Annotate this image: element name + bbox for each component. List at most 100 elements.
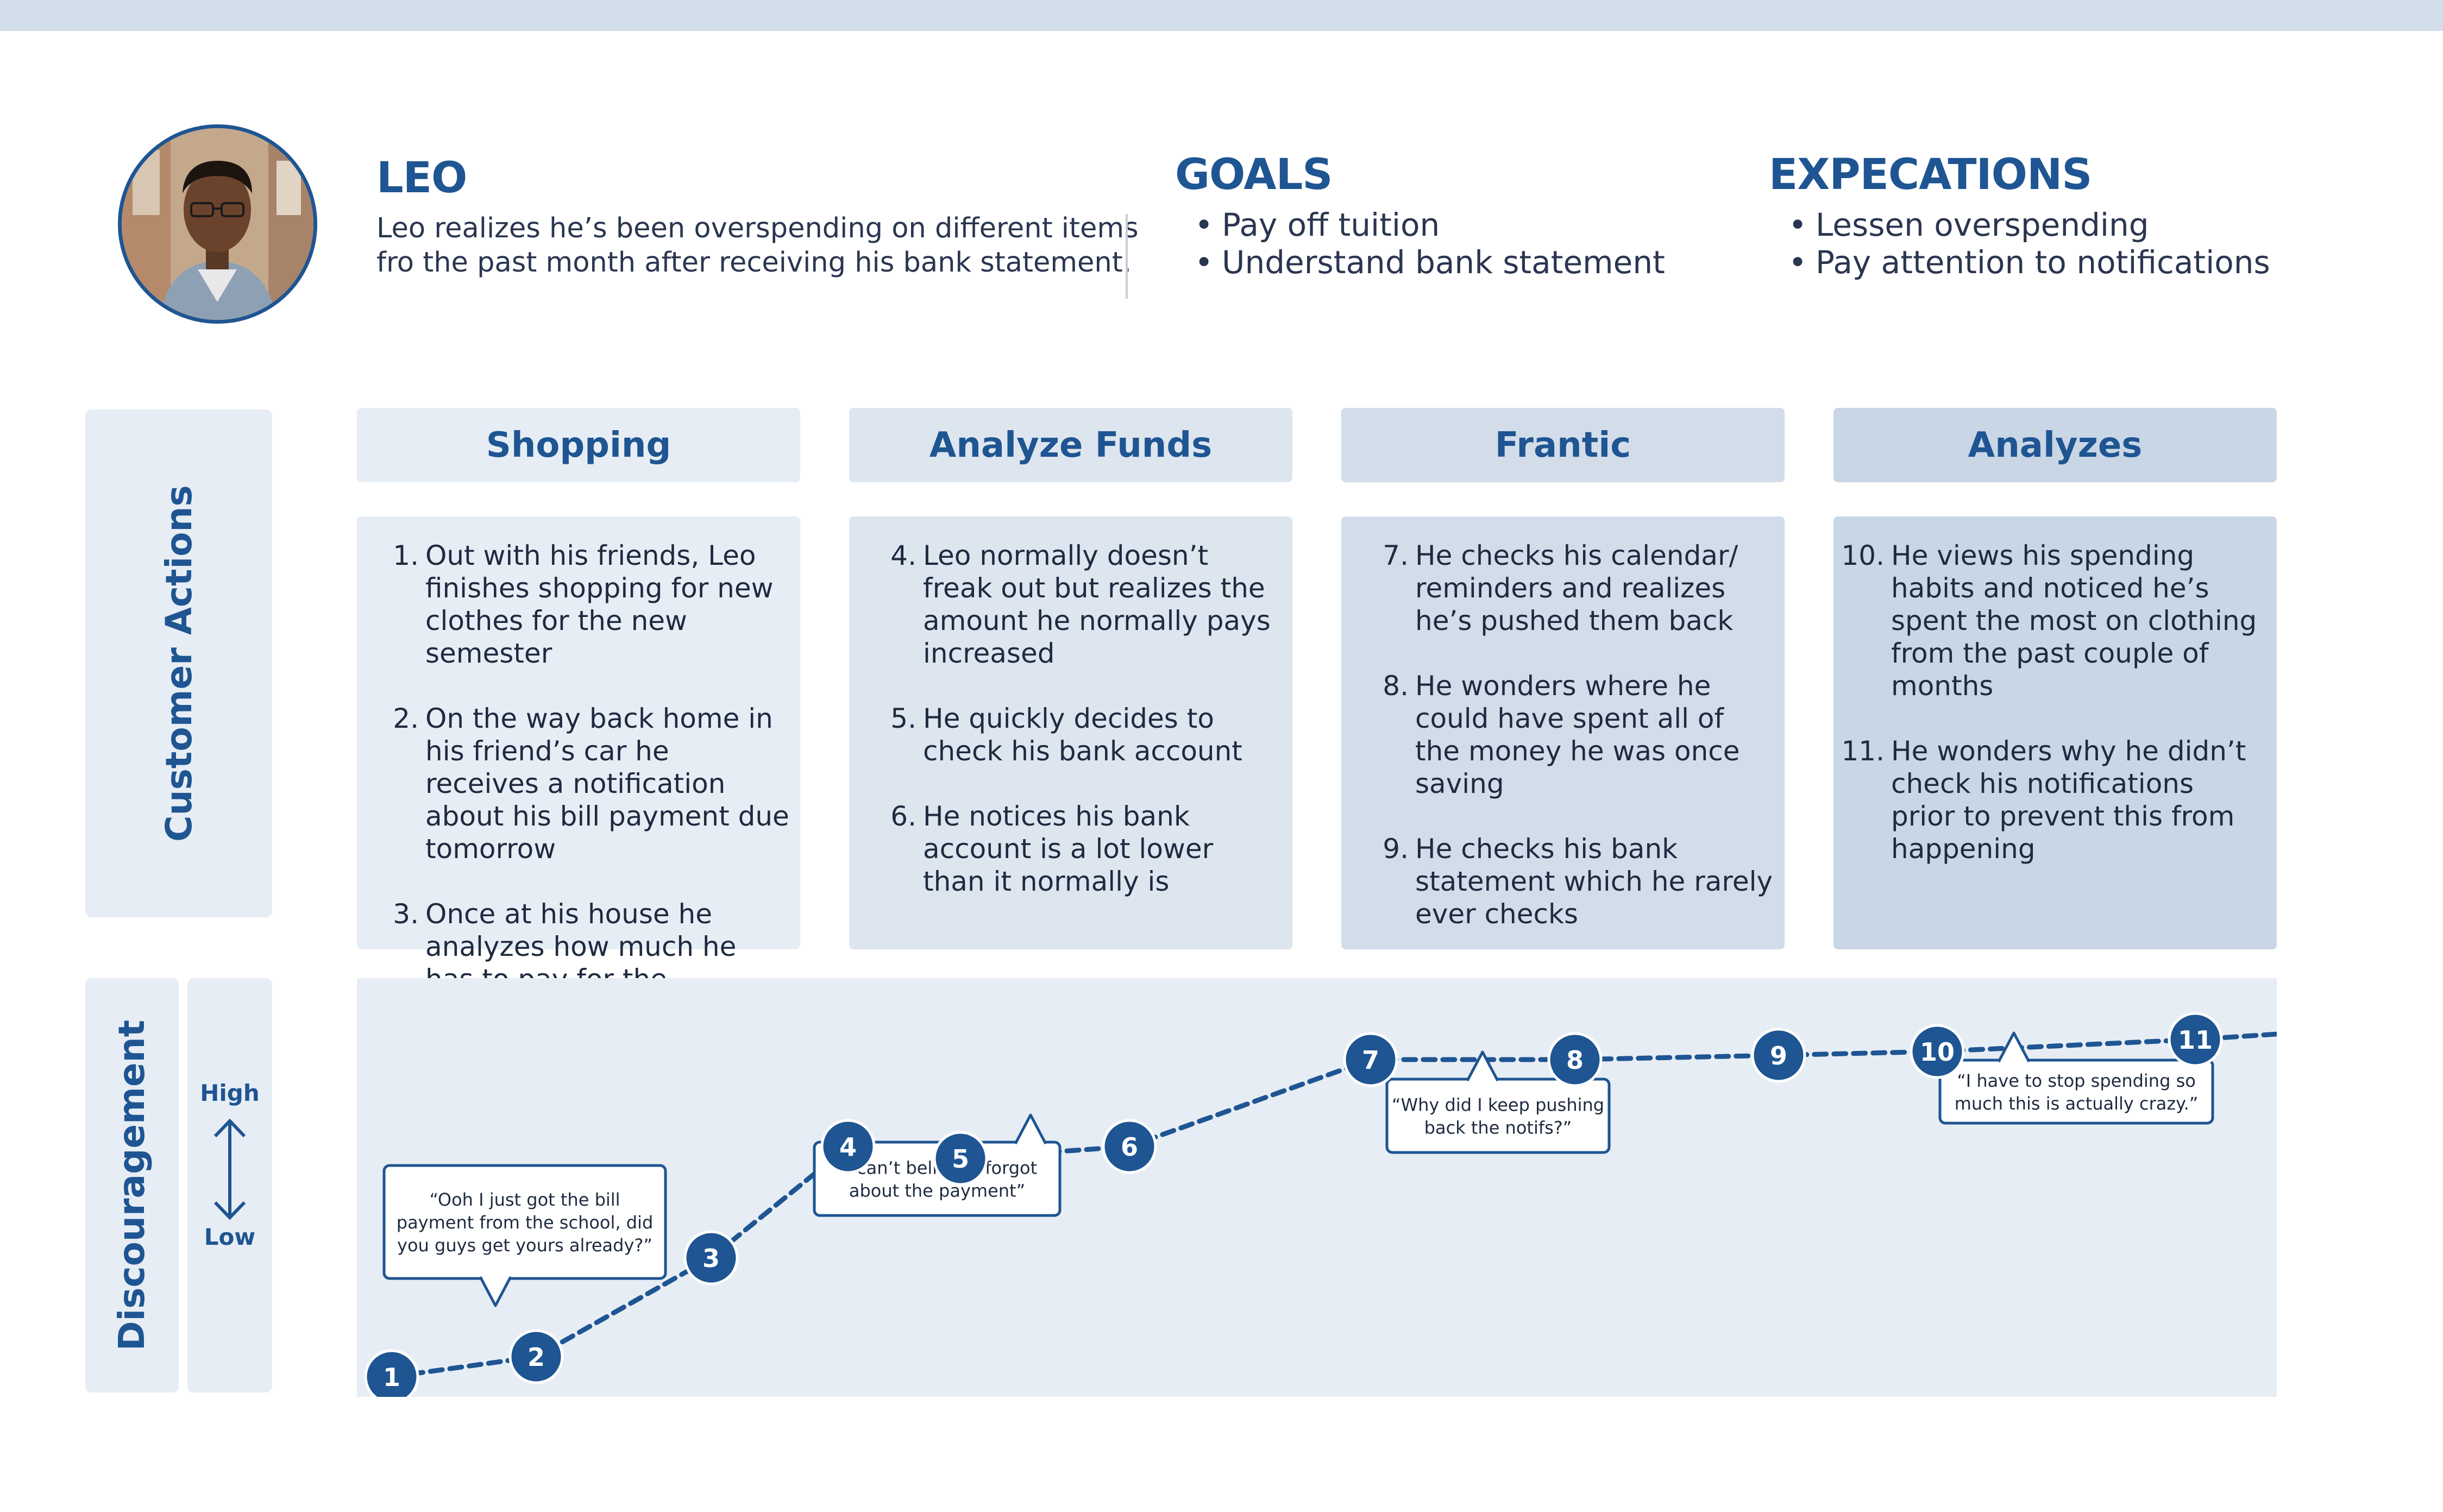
- phase-header-analyzes: Analyzes: [1833, 408, 2277, 482]
- step-number: 11: [2178, 1025, 2213, 1055]
- actions-card-frantic: 7.He checks his calendar/ reminders and …: [1341, 516, 1785, 949]
- action-item: 10.He views his spending habits and noti…: [1839, 539, 2266, 702]
- action-item: 5.He quickly decides to check his bank a…: [871, 702, 1282, 767]
- action-item: 8.He wonders where he could have spent a…: [1363, 670, 1774, 800]
- header-divider: [1126, 214, 1128, 299]
- step-number: 6: [1121, 1132, 1138, 1162]
- goals-title: GOALS: [1175, 150, 1333, 199]
- actions-card-analyze-funds: 4.Leo normally doesn’t freak out but rea…: [849, 516, 1292, 949]
- actions-card-shopping: 1.Out with his friends, Leo finishes sho…: [357, 516, 800, 1028]
- action-item: 6.He notices his bank account is a lot l…: [871, 800, 1282, 898]
- quote-text: you guys get yours already?”: [397, 1235, 652, 1256]
- discouragement-label-wrap: Discouragement: [85, 978, 179, 1393]
- step-number: 2: [527, 1343, 545, 1372]
- action-number: 7.: [1383, 540, 1409, 571]
- quote-text: about the payment”: [849, 1181, 1025, 1201]
- quote-bubble-box: [382, 1164, 667, 1280]
- step-marker: [508, 1329, 564, 1384]
- action-item: 2.On the way back home in his friend’s c…: [373, 702, 789, 865]
- quote-bubble-box: [813, 1141, 1062, 1217]
- quote-text: “Ooh I just got the bill: [429, 1189, 620, 1210]
- action-item: 4.Leo normally doesn’t freak out but rea…: [871, 539, 1282, 670]
- persona-description-line: Leo realizes he’s been overspending on d…: [376, 212, 1139, 244]
- quote-text: “I have to stop spending so: [1957, 1070, 2196, 1091]
- action-text: He wonders why he didn’t check his notif…: [1891, 735, 2246, 865]
- step-number: 1: [383, 1363, 400, 1392]
- quote-text: much this is actually crazy.”: [1955, 1093, 2199, 1114]
- scale-low-label: Low: [204, 1224, 256, 1250]
- quote-text: payment from the school, did: [397, 1212, 654, 1233]
- customer-actions-label-wrap: Customer Actions: [85, 410, 272, 917]
- action-text: On the way back home in his friend’s car…: [425, 703, 789, 865]
- action-text: He views his spending habits and noticed…: [1891, 540, 2257, 702]
- persona-description-line: fro the past month after receiving his b…: [376, 247, 1132, 279]
- phase-header-frantic: Frantic: [1341, 408, 1785, 482]
- scale-high-label: High: [200, 1080, 260, 1106]
- up-down-arrow-icon: [213, 1118, 246, 1220]
- action-number: 3.: [393, 898, 419, 930]
- action-item: 9.He checks his bank statement which he …: [1363, 833, 1774, 930]
- action-number: 10.: [1841, 540, 1885, 571]
- expectations-title: EXPECATIONS: [1769, 150, 2092, 199]
- action-item: 7.He checks his calendar/ reminders and …: [1363, 539, 1774, 637]
- goals-list: Pay off tuition Understand bank statemen…: [1191, 206, 1665, 281]
- quote-bubble-box: [1938, 1059, 2214, 1125]
- step-number: 9: [1770, 1041, 1787, 1070]
- quote-bubble-tail: [1014, 1113, 1047, 1145]
- expectation-item: Pay attention to notifications: [1785, 244, 2270, 281]
- action-text: He wonders where he could have spent all…: [1415, 670, 1740, 799]
- actions-card-analyzes: 10.He views his spending habits and noti…: [1833, 516, 2277, 949]
- step-marker: [933, 1131, 988, 1186]
- action-text: He checks his calendar/ reminders and re…: [1415, 540, 1738, 637]
- step-number: 5: [952, 1144, 969, 1174]
- goal-item: Pay off tuition: [1191, 206, 1665, 244]
- step-number: 8: [1566, 1045, 1584, 1075]
- step-marker: [1751, 1028, 1806, 1083]
- phase-header-analyze-funds: Analyze Funds: [849, 408, 1292, 482]
- action-number: 5.: [890, 703, 916, 734]
- step-number: 10: [1920, 1037, 1955, 1067]
- step-number: 3: [702, 1244, 720, 1273]
- step-marker: [683, 1230, 739, 1286]
- journey-line: [389, 1031, 2277, 1379]
- actions-list: 7.He checks his calendar/ reminders and …: [1363, 539, 1774, 930]
- action-text: He notices his bank account is a lot low…: [923, 801, 1214, 897]
- action-number: 9.: [1383, 833, 1409, 865]
- expectations-list: Lessen overspending Pay attention to not…: [1785, 206, 2270, 281]
- avatar-photo: [122, 128, 313, 320]
- action-number: 6.: [890, 801, 916, 832]
- step-marker: [364, 1349, 419, 1397]
- quote-text: “Why did I keep pushing: [1392, 1095, 1604, 1116]
- discouragement-label-box: [85, 978, 179, 1393]
- persona-description: Leo realizes he’s been overspending on d…: [376, 211, 1139, 280]
- actions-list: 4.Leo normally doesn’t freak out but rea…: [871, 539, 1282, 898]
- action-text: He checks his bank statement which he ra…: [1415, 833, 1773, 930]
- expectation-item: Lessen overspending: [1785, 206, 2270, 244]
- customer-actions-label-box: [85, 410, 272, 917]
- action-number: 8.: [1383, 670, 1409, 702]
- actions-list: 10.He views his spending habits and noti…: [1839, 539, 2266, 865]
- step-marker: [1547, 1032, 1603, 1087]
- customer-actions-label: Customer Actions: [158, 485, 200, 842]
- action-item: 11.He wonders why he didn’t check his no…: [1839, 735, 2266, 865]
- top-banner: [0, 0, 2443, 31]
- step-marker: [2168, 1012, 2223, 1067]
- step-number: 4: [839, 1132, 857, 1162]
- action-number: 1.: [393, 540, 419, 571]
- discouragement-label: Discouragement: [111, 1019, 153, 1351]
- action-number: 11.: [1841, 735, 1885, 767]
- quote-text: back the notifs?”: [1424, 1118, 1572, 1138]
- step-marker: [1343, 1032, 1398, 1087]
- step-number: 7: [1362, 1045, 1379, 1075]
- quote-bubble-box: [1385, 1078, 1611, 1154]
- action-number: 2.: [393, 703, 419, 734]
- step-marker: [1910, 1024, 1965, 1079]
- goal-item: Understand bank statement: [1191, 244, 1665, 281]
- step-marker: [820, 1119, 876, 1174]
- step-marker: [1102, 1119, 1157, 1174]
- action-number: 4.: [890, 540, 916, 571]
